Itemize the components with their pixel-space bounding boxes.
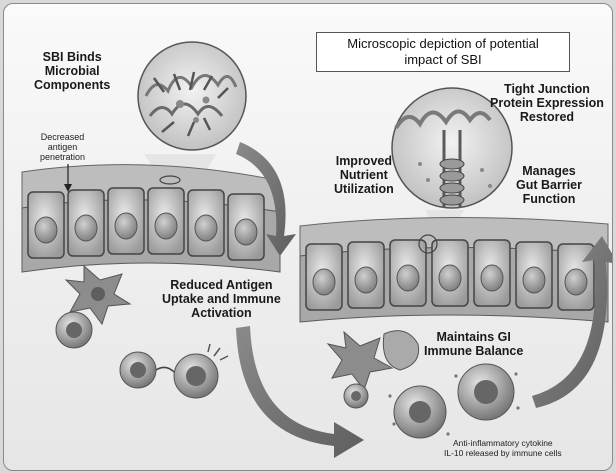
label-cytokine: Anti-inflammatory cytokine IL-10 release… (444, 438, 562, 458)
title-line-1: Microscopic depiction of potential (317, 36, 569, 52)
label-tight-junction: Tight Junction Protein Expression Restor… (490, 82, 604, 124)
title-line-2: impact of SBI (317, 52, 569, 68)
label-reduced-antigen: Reduced Antigen Uptake and Immune Activa… (162, 278, 281, 320)
diagram-title: Microscopic depiction of potential impac… (316, 32, 570, 72)
right-epithelium (300, 217, 608, 322)
diagram-panel: Microscopic depiction of potential impac… (3, 3, 613, 471)
left-epithelium (22, 164, 280, 272)
label-sbi-binds: SBI Binds Microbial Components (34, 50, 110, 92)
label-decreased-antigen: Decreased antigen penetration (40, 132, 85, 162)
label-maintains-gi: Maintains GI Immune Balance (424, 330, 523, 358)
sbi-magnified-circle (138, 42, 246, 184)
label-improved-nutrient: Improved Nutrient Utilization (334, 154, 394, 196)
label-manages-barrier: Manages Gut Barrier Function (516, 164, 582, 206)
